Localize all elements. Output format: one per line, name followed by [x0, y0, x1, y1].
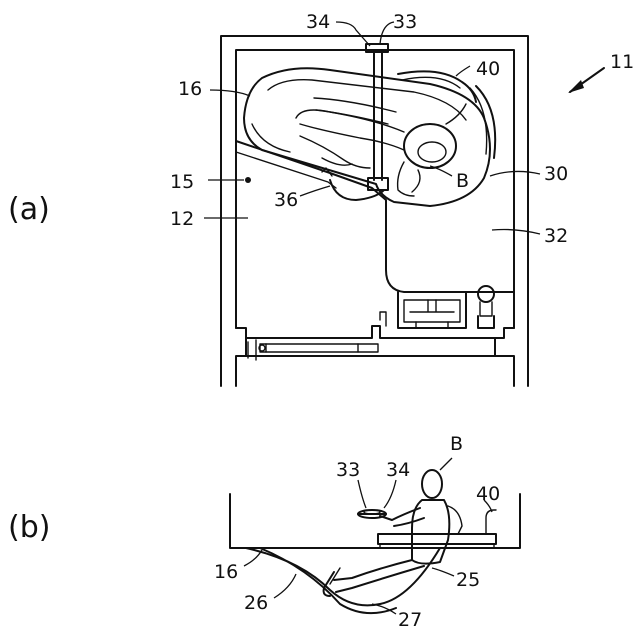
seat-outline	[230, 494, 520, 613]
panel-b-label: (b)	[8, 510, 50, 545]
ref-16: 16	[178, 78, 202, 100]
ref-40: 40	[476, 58, 500, 80]
ref-30: 30	[544, 163, 568, 185]
panel-a-label: (a)	[8, 192, 50, 227]
ref-33: 33	[393, 11, 417, 33]
ref-B: B	[456, 170, 469, 192]
bench	[378, 510, 496, 548]
hand-device	[358, 510, 386, 518]
ref-32: 32	[544, 225, 568, 247]
ref-40-b: 40	[476, 483, 500, 505]
dot-15	[245, 177, 251, 183]
ref-27: 27	[398, 609, 422, 631]
ref-33-b: 33	[336, 459, 360, 481]
ref-36: 36	[274, 189, 298, 211]
ref-34: 34	[306, 11, 330, 33]
ref-15: 15	[170, 171, 194, 193]
leader-lines-b	[244, 458, 492, 614]
figure-ref-11: 11	[610, 51, 634, 73]
panel-b: (b)	[8, 433, 520, 631]
ref-12: 12	[170, 208, 194, 230]
ref-26: 26	[244, 592, 268, 614]
ref-34-b: 34	[386, 459, 410, 481]
handrail	[398, 71, 495, 158]
ref-25: 25	[456, 569, 480, 591]
ref-B-b: B	[450, 433, 463, 455]
panel-a: (a) 11	[8, 11, 634, 386]
figure-ref-arrow	[568, 68, 604, 93]
ref-16-b: 16	[214, 561, 238, 583]
